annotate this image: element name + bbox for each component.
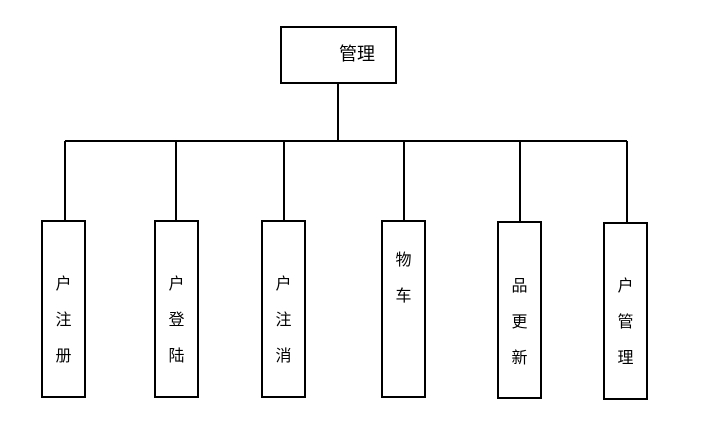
child-node-6: 户管理 [603, 222, 648, 400]
label-character: 陆 [168, 346, 185, 365]
label-character: 车 [395, 286, 412, 305]
label-character: 注 [55, 310, 72, 329]
label-character: 户 [617, 276, 634, 295]
label-character: 登 [168, 310, 185, 329]
child-node-label-2: 户登陆 [156, 266, 197, 374]
root-node: 管理 [280, 26, 397, 84]
label-character: 物 [395, 250, 412, 269]
child-node-5: 品更新 [497, 221, 542, 399]
label-character: 户 [168, 274, 185, 293]
label-character: 户 [55, 274, 72, 293]
label-character: 消 [275, 346, 292, 365]
child-node-label-4: 物车 [383, 242, 424, 314]
label-character: 户 [275, 274, 292, 293]
label-character: 册 [55, 346, 72, 365]
child-node-2: 户登陆 [154, 220, 199, 398]
child-node-1: 户注册 [41, 220, 86, 398]
label-character: 更 [511, 312, 528, 331]
label-character: 注 [275, 310, 292, 329]
label-character: 理 [617, 348, 634, 367]
child-node-label-3: 户注消 [263, 266, 304, 374]
label-character: 新 [511, 348, 528, 367]
child-node-4: 物车 [381, 220, 426, 398]
label-character: 管 [617, 312, 634, 331]
child-node-label-5: 品更新 [499, 268, 540, 376]
root-node-label: 管理 [339, 44, 375, 65]
child-node-label-6: 户管理 [605, 268, 646, 376]
child-node-3: 户注消 [261, 220, 306, 398]
child-node-label-1: 户注册 [43, 266, 84, 374]
label-character: 品 [511, 276, 528, 295]
